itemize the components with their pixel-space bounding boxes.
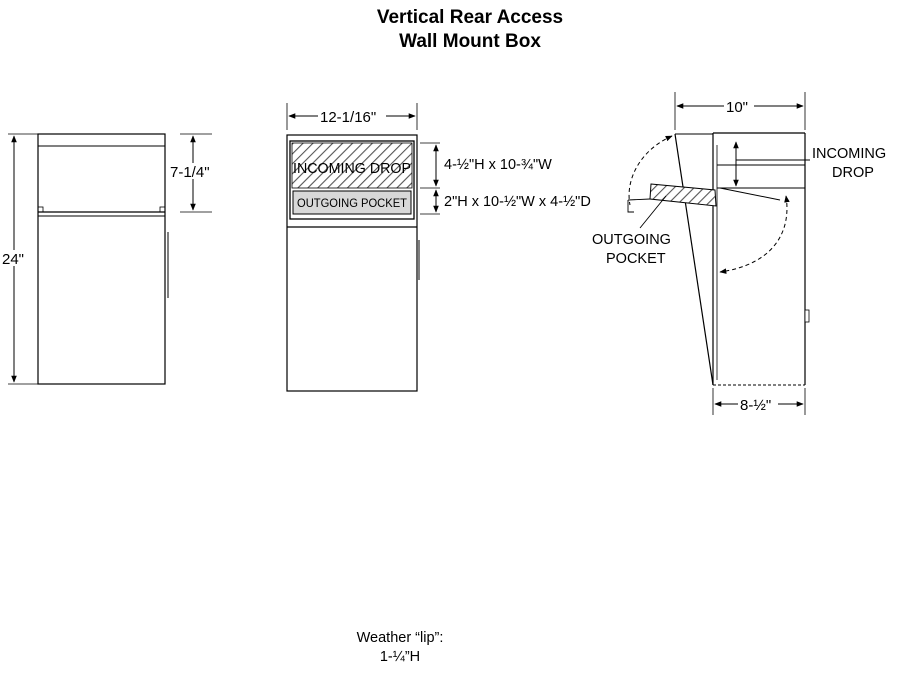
left-view	[8, 133, 212, 385]
label-outgoing-side-1: OUTGOING	[592, 232, 671, 248]
label-bg-front-width	[318, 108, 386, 124]
diagram-title-line1: Vertical Rear Access	[376, 7, 564, 28]
label-bottom-depth: 8-½"	[740, 397, 771, 414]
outgoing-pocket-shelf	[649, 183, 717, 207]
label-front-width: 12-1/16"	[320, 109, 376, 126]
weather-lip-note-line2: 1-¼”H	[379, 649, 421, 665]
dim-openings	[420, 142, 440, 215]
side-view	[627, 92, 810, 415]
label-outgoing-side-2: POCKET	[606, 251, 666, 267]
diagram-title-line2: Wall Mount Box	[399, 31, 541, 52]
outgoing-pocket-slot	[292, 190, 412, 215]
label-bg-bottom-depth	[738, 396, 778, 412]
label-incoming-opening: 4-½"H x 10-¾"W	[444, 157, 552, 173]
pocket-lip-top	[627, 198, 651, 201]
label-top-depth: 10"	[726, 99, 748, 116]
label-bg-top-depth	[724, 98, 754, 114]
label-bg-overall-height	[2, 250, 28, 266]
left-hinge-left	[37, 206, 44, 213]
door-swing-arc	[628, 135, 673, 206]
side-latch	[804, 309, 810, 323]
label-bg-upper-height	[168, 163, 214, 179]
weather-lip-note-line1: Weather “lip”:	[356, 630, 444, 646]
incoming-drop-slot	[291, 142, 413, 189]
flap-swing-arc	[719, 195, 790, 274]
label-outgoing-opening: 2"H x 10-½"W x 4-½"D	[444, 194, 591, 210]
front-view	[286, 103, 440, 392]
label-incoming-drop-front: INCOMING DROP	[293, 161, 411, 177]
label-upper-height: 7-1/4"	[170, 164, 210, 181]
label-incoming-side-2: DROP	[832, 165, 874, 181]
label-overall-height: 24"	[2, 251, 24, 268]
label-outgoing-pocket-front: OUTGOING POCKET	[297, 198, 407, 210]
side-door-front	[674, 133, 714, 386]
left-box-outline	[37, 133, 166, 385]
label-incoming-side-1: INCOMING	[812, 146, 886, 162]
left-hinge-right	[159, 206, 166, 213]
incoming-chute	[719, 187, 781, 201]
pocket-lip	[627, 200, 634, 213]
outgoing-leader	[639, 195, 667, 229]
